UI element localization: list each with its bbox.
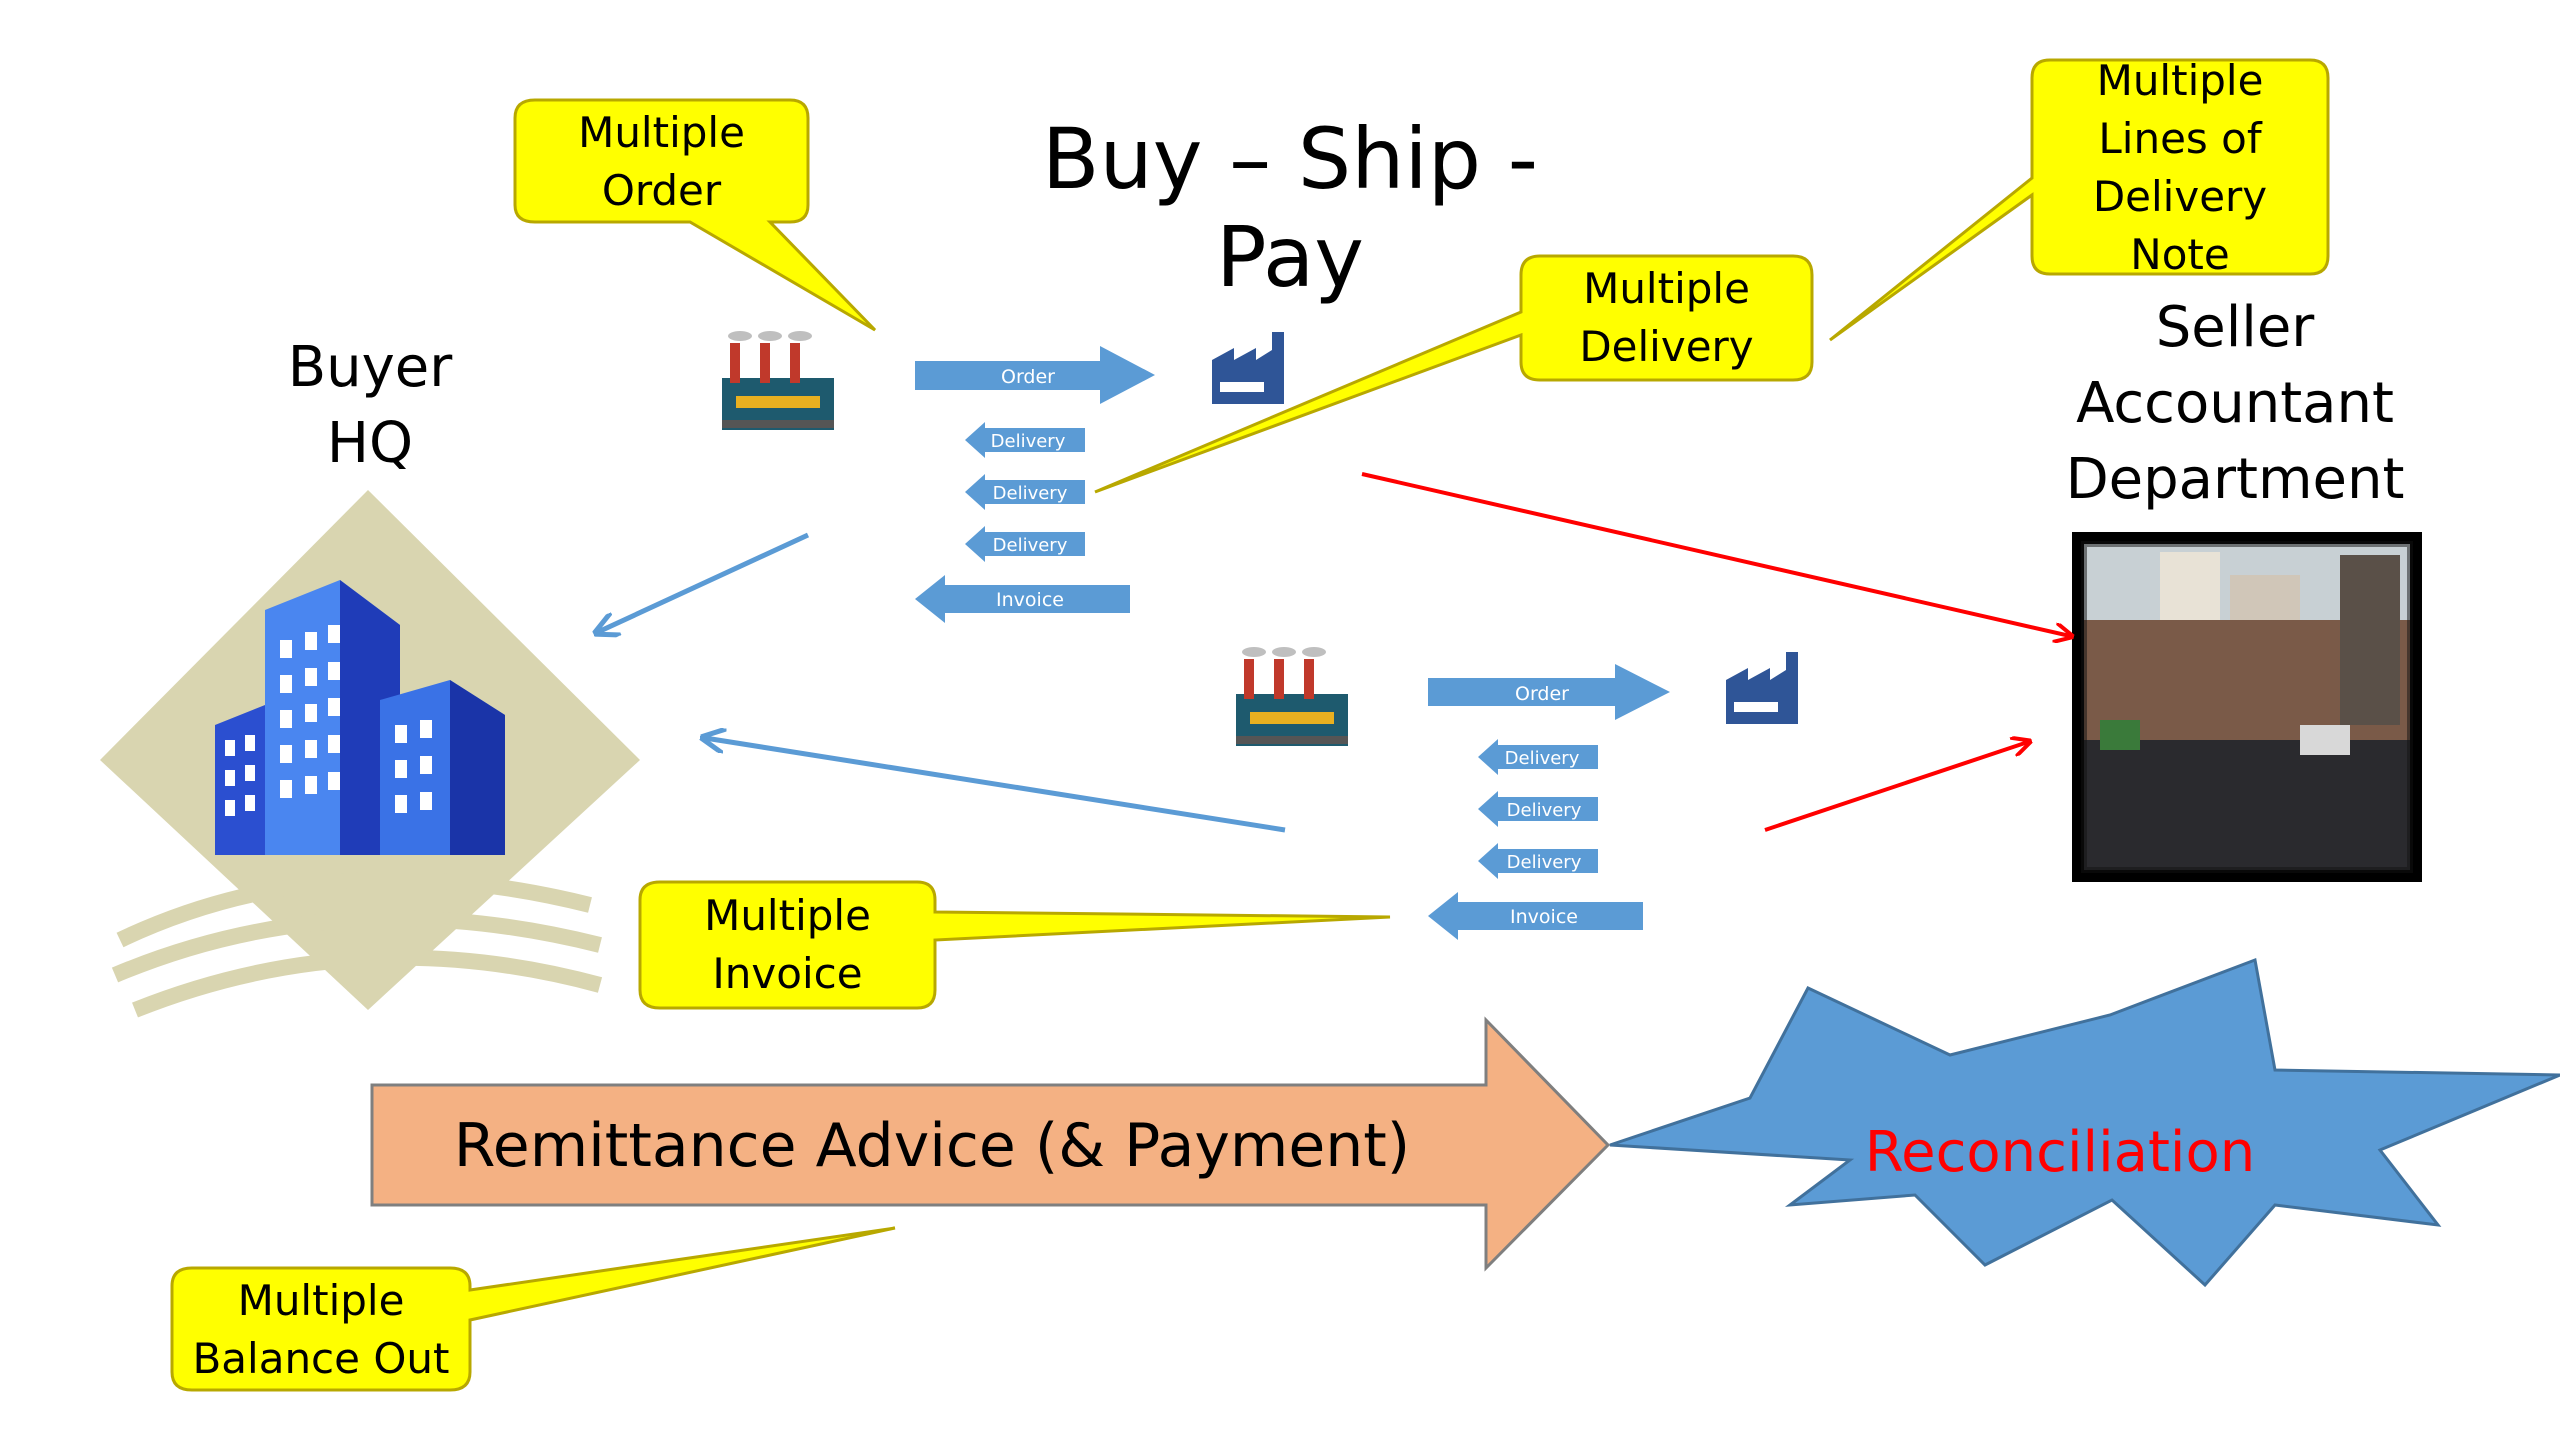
- callout-line: Delivery: [2092, 172, 2268, 221]
- callout-multiple-invoice: [638, 880, 1391, 1010]
- callout-line: Multiple: [1583, 264, 1750, 313]
- remittance-arrow: [370, 1016, 1611, 1272]
- callout-line: Multiple: [2096, 56, 2264, 105]
- delivery-arrow-top-2: Delivery: [965, 474, 1085, 510]
- invoice-label: Invoice: [996, 589, 1064, 611]
- city-street-photo: [2072, 532, 2422, 882]
- order-label: Order: [1515, 683, 1569, 705]
- seller-label: Seller Accountant Department: [2040, 290, 2430, 518]
- callout-multiple-delivery-text: Multiple Delivery: [1521, 260, 1812, 376]
- delivery-arrow-top-1: Delivery: [965, 422, 1085, 458]
- delivery-arrow-bottom-1: Delivery: [1478, 739, 1598, 775]
- callout-line: Lines of: [2098, 114, 2262, 163]
- callout-multiple-order: [513, 98, 877, 332]
- red-arrow-to-seller-bottom: [1764, 742, 2028, 832]
- delivery-label: Delivery: [993, 483, 1068, 504]
- callout-line: Multiple: [237, 1276, 405, 1325]
- delivery-label: Delivery: [991, 431, 1066, 452]
- callout-multiple-balance: [170, 1226, 896, 1392]
- buyer-label-line: Buyer: [287, 335, 453, 400]
- order-label: Order: [1001, 366, 1055, 388]
- warehouse-icon: [1726, 652, 1798, 724]
- order-arrow-bottom: Order: [1428, 664, 1670, 720]
- buildings-icon: [100, 490, 640, 1018]
- seller-label-line: Accountant: [2076, 371, 2394, 436]
- reconciliation-label: Reconciliation: [1864, 1120, 2256, 1185]
- factory-icon: [722, 331, 834, 430]
- callout-multiple-order-text: Multiple Order: [515, 104, 808, 220]
- callout-line: Invoice: [712, 949, 863, 998]
- delivery-arrow-bottom-3: Delivery: [1478, 843, 1598, 879]
- invoice-arrow-top: Invoice: [915, 575, 1130, 623]
- callout-multiple-lines: [1829, 58, 2330, 342]
- delivery-label: Delivery: [1507, 800, 1582, 821]
- delivery-label: Delivery: [1505, 748, 1580, 769]
- warehouse-icon: [1212, 332, 1284, 404]
- blue-arrow-to-buyer-top: [598, 532, 810, 632]
- factory-icon: [1236, 647, 1348, 746]
- callout-line: Multiple: [704, 891, 871, 940]
- callout-multiple-balance-text: Multiple Balance Out: [172, 1272, 470, 1388]
- reconciliation-starburst: [1609, 957, 2560, 1288]
- order-arrow-top: Order: [915, 346, 1155, 404]
- invoice-arrow-bottom: Invoice: [1428, 892, 1643, 940]
- seller-label-line: Department: [2065, 447, 2405, 512]
- remittance-label: Remittance Advice (& Payment): [453, 1111, 1411, 1181]
- callout-line: Note: [2130, 230, 2230, 279]
- blue-arrow-to-buyer-bottom: [705, 738, 1286, 833]
- callout-multiple-delivery: [1094, 254, 1814, 494]
- delivery-label: Delivery: [993, 535, 1068, 556]
- page-title: Buy – Ship - Pay: [1041, 110, 1539, 306]
- buyer-label: Buyer HQ: [240, 330, 500, 482]
- callout-multiple-lines-text: Multiple Lines of Delivery Note: [2032, 52, 2328, 284]
- callout-multiple-invoice-text: Multiple Invoice: [640, 887, 935, 1003]
- buyer-label-line: HQ: [326, 411, 414, 476]
- callout-line: Multiple: [578, 108, 745, 157]
- callout-line: Delivery: [1579, 322, 1754, 371]
- delivery-arrow-bottom-2: Delivery: [1478, 791, 1598, 827]
- red-arrow-to-seller-top: [1361, 472, 2070, 636]
- callout-line: Order: [601, 166, 722, 215]
- callout-line: Balance Out: [192, 1334, 450, 1383]
- invoice-label: Invoice: [1510, 906, 1578, 928]
- delivery-arrow-top-3: Delivery: [965, 526, 1085, 562]
- delivery-label: Delivery: [1507, 852, 1582, 873]
- seller-label-line: Seller: [2155, 295, 2315, 360]
